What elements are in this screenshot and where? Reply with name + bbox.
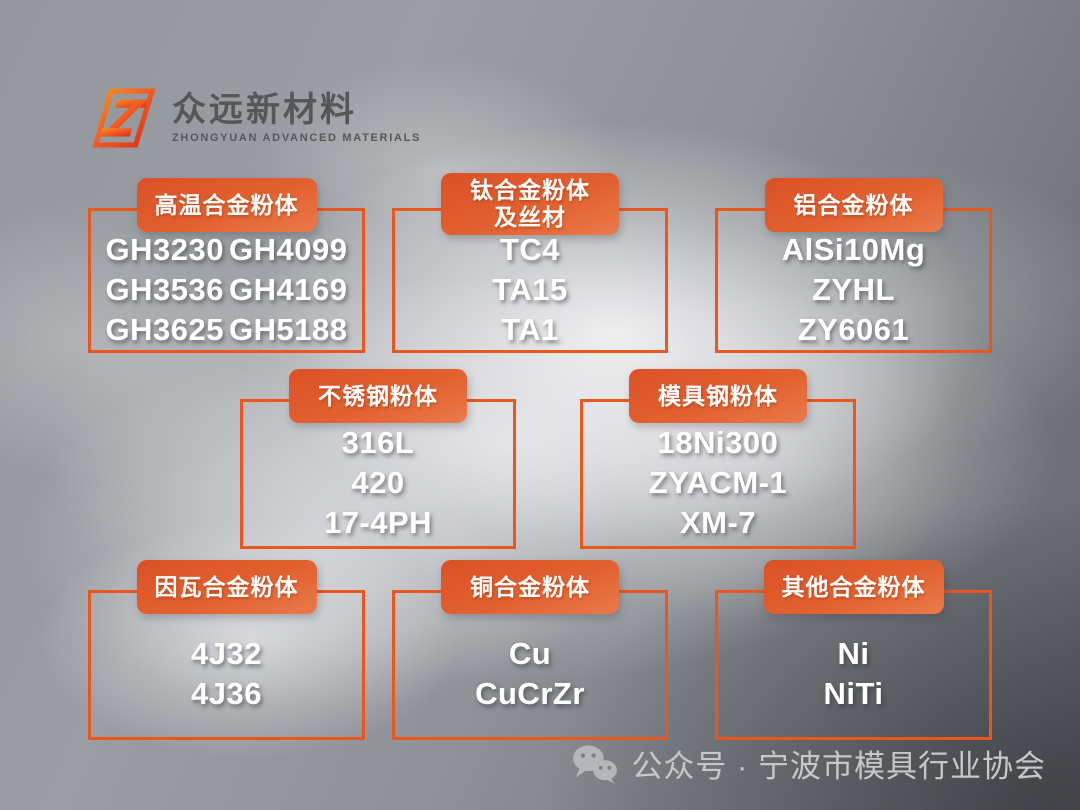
material-item: Cu [508,636,552,671]
material-item: TC4 [499,231,561,267]
wechat-account-footer: 公众号 · 宁波市模具行业协会 [570,741,1046,786]
category-tab: 高温合金粉体 [136,178,317,232]
category-tab: 不锈钢粉体 [289,369,467,423]
material-item: 316L [341,425,415,460]
material-item: GH4169 [229,271,348,307]
category-card-mold-steel-powder: 模具钢粉体 18Ni300 ZYACM-1 XM-7 [580,369,856,549]
category-tab: 其他合金粉体 [763,560,944,614]
material-item: TA15 [492,271,568,307]
material-item: ZY6061 [797,311,910,347]
material-list: Cu CuCrZr [395,615,665,733]
material-item: 4J36 [191,676,262,711]
material-item: ZYHL [812,271,895,307]
category-title: 高温合金粉体 [154,192,299,218]
company-name-cn: 众远新材料 [172,91,357,129]
category-card-superalloy-powder: 高温合金粉体 GH3230 GH4099 GH3536 GH4169 GH362… [88,178,365,353]
material-item: 18Ni300 [657,425,779,460]
material-list: Ni NiTi [718,615,989,733]
material-item: 17-4PH [323,505,433,540]
category-card-copper-alloy-powder: 铜合金粉体 Cu CuCrZr [392,560,668,740]
material-item: GH5188 [229,311,348,347]
category-tab: 铜合金粉体 [441,560,619,614]
category-card-titanium-alloy-powder-wire: 钛合金粉体 及丝材 TC4 TA15 TA1 [392,173,668,353]
company-logo: 众远新材料 ZHONGYUAN ADVANCED MATERIALS [92,86,421,150]
material-item: 420 [351,465,405,500]
category-tab: 模具钢粉体 [629,369,807,423]
category-title: 铜合金粉体 [470,574,590,600]
material-list: TC4 TA15 TA1 [395,231,665,347]
material-item: AlSi10Mg [781,231,926,267]
category-tab: 钛合金粉体 及丝材 [441,173,619,235]
material-item: 4J32 [191,636,262,671]
category-card-stainless-steel-powder: 不锈钢粉体 316L 420 17-4PH [240,369,516,549]
company-logo-text: 众远新材料 ZHONGYUAN ADVANCED MATERIALS [172,92,421,144]
category-card-invar-alloy-powder: 因瓦合金粉体 4J32 4J36 [88,560,365,740]
company-name-en: ZHONGYUAN ADVANCED MATERIALS [172,132,422,144]
category-title: 因瓦合金粉体 [154,574,299,600]
category-title: 模具钢粉体 [658,383,778,409]
category-tab: 铝合金粉体 [764,178,943,232]
category-title: 铝合金粉体 [793,192,914,218]
material-item: GH3536 [105,271,224,307]
material-list: GH3230 GH4099 GH3536 GH4169 GH3625 GH518… [103,231,350,347]
material-item: NiTi [823,676,884,711]
category-card-aluminum-alloy-powder: 铝合金粉体 AlSi10Mg ZYHL ZY6061 [715,178,992,353]
material-item: GH4099 [229,231,348,267]
material-item: XM-7 [679,505,757,540]
material-item: CuCrZr [475,676,585,711]
category-title: 不锈钢粉体 [318,383,438,409]
material-item: GH3625 [105,311,224,347]
category-tab: 因瓦合金粉体 [136,560,317,614]
wechat-icon [573,744,618,784]
material-item: TA1 [501,311,559,347]
category-card-other-alloy-powder: 其他合金粉体 Ni NiTi [715,560,992,740]
material-list: AlSi10Mg ZYHL ZY6061 [718,231,989,347]
material-item: ZYACM-1 [648,465,788,500]
zhongyuan-z-logo-icon [92,88,156,148]
category-title-line-1: 钛合金粉体 [470,177,590,203]
category-title: 其他合金粉体 [781,574,926,600]
material-item: GH3230 [105,231,224,267]
material-item: Ni [837,636,870,671]
material-list: 18Ni300 ZYACM-1 XM-7 [583,424,853,542]
material-list: 4J32 4J36 [91,615,362,733]
material-list: 316L 420 17-4PH [243,424,513,542]
wechat-account-label: 公众号 · 宁波市模具行业协会 [631,749,1046,784]
category-title-line-2: 及丝材 [494,204,566,230]
